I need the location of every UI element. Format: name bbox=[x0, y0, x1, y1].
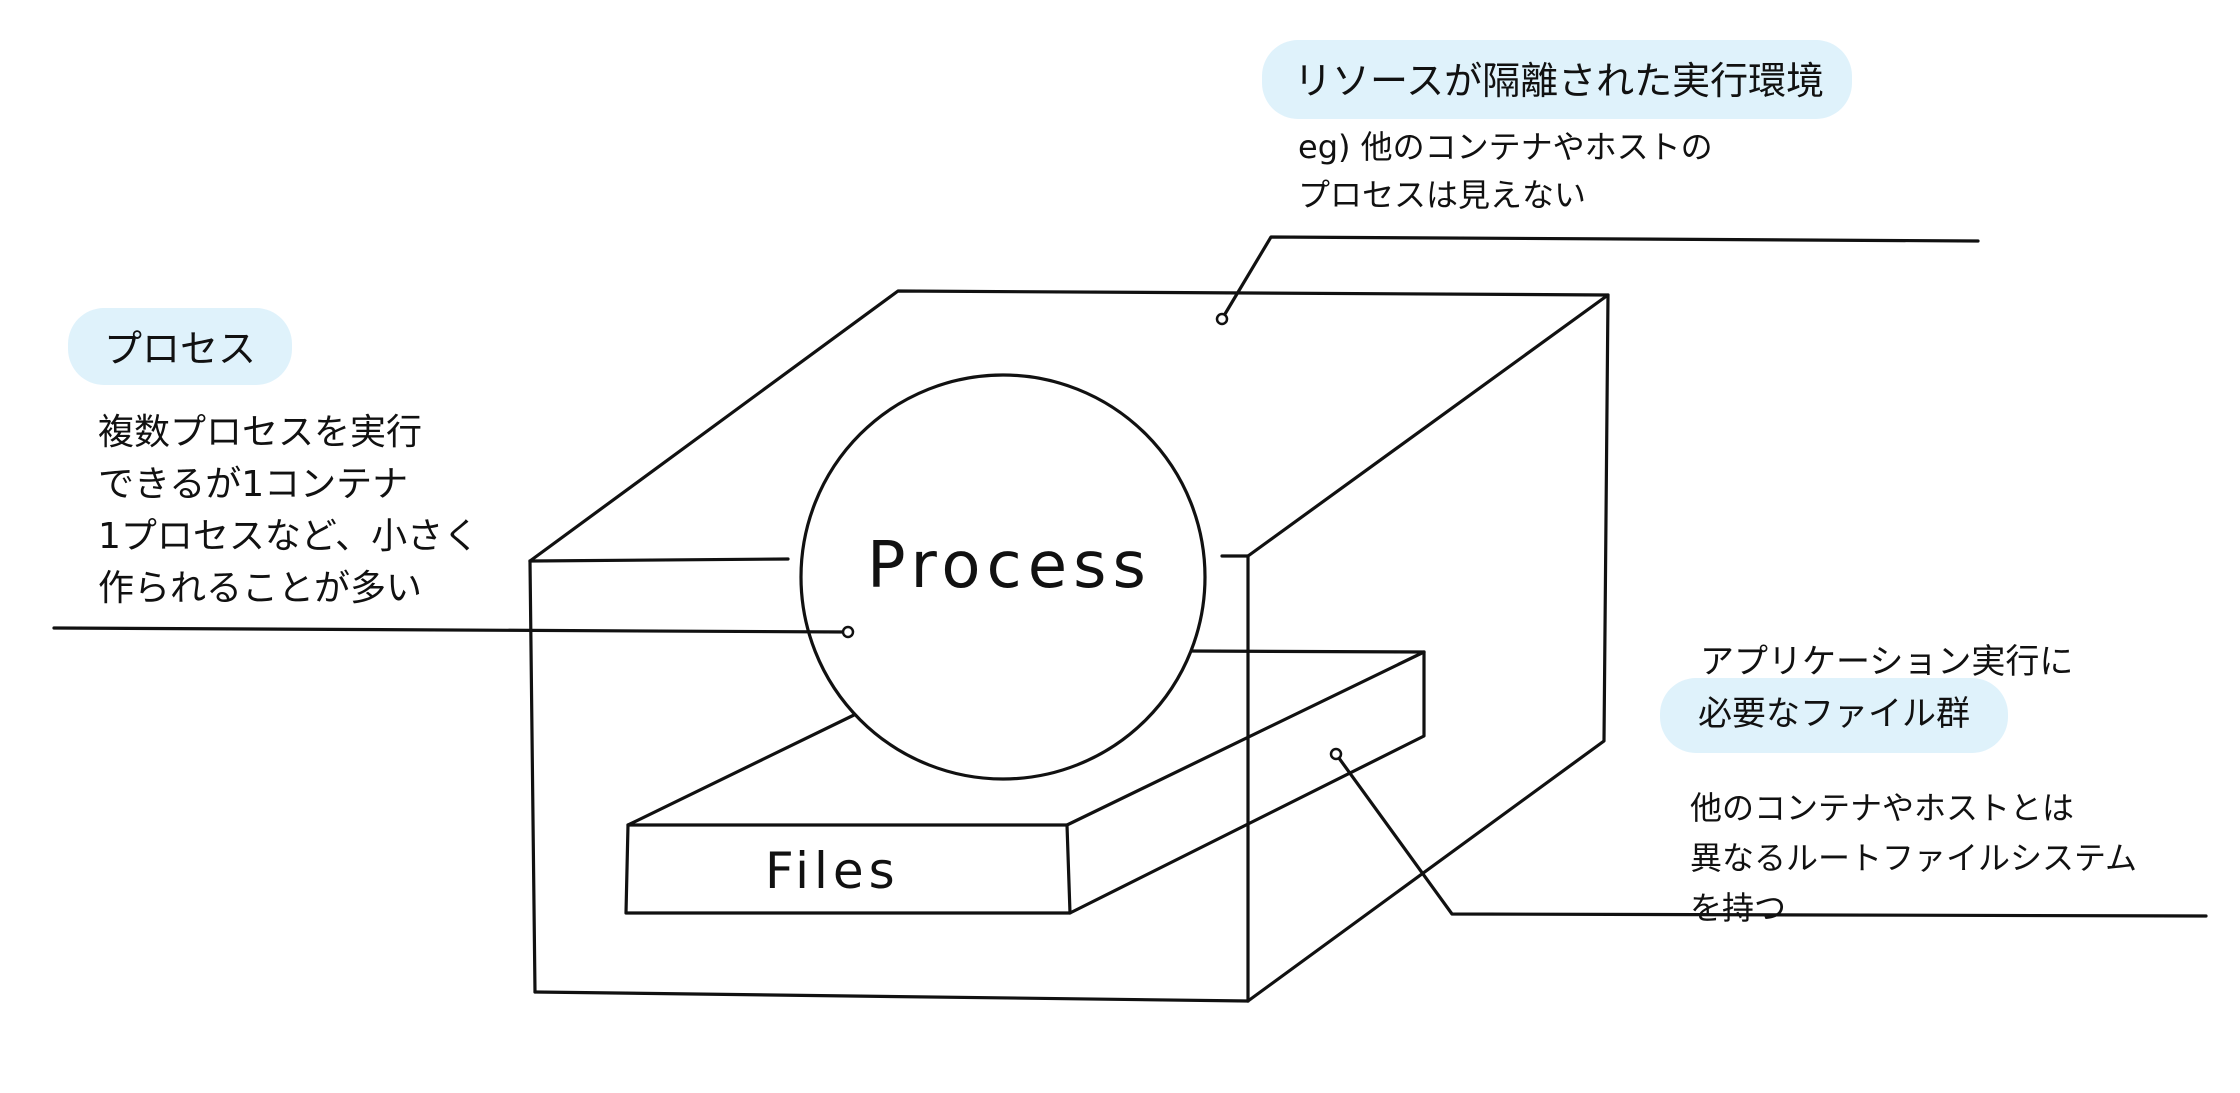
leader-lines bbox=[52, 235, 2208, 918]
files-callout-note: 他のコンテナやホストとは 異なるルートファイルシステム を持つ bbox=[1690, 789, 2138, 927]
box-front-face-left bbox=[528, 559, 537, 994]
files-leader-line bbox=[1334, 752, 2208, 918]
slab-label: Files bbox=[765, 842, 900, 900]
container-box bbox=[528, 289, 1610, 1003]
slab-top-face-back bbox=[1188, 649, 1426, 654]
sphere-outline bbox=[799, 373, 1207, 781]
container-callout: リソースが隔離された実行環境 eg) 他のコンテナやホストの プロセスは見えない bbox=[1262, 40, 1853, 219]
files-leader-dot bbox=[1329, 747, 1343, 761]
process-leader-line bbox=[52, 626, 850, 634]
slab-top-face-right bbox=[1065, 650, 1426, 827]
process-sphere: Process bbox=[799, 373, 1207, 781]
box-side-face bbox=[1246, 293, 1610, 1003]
files-callout-pre-title: アプリケーション実行に bbox=[1700, 642, 2074, 682]
process-callout-title: プロセス bbox=[68, 308, 293, 385]
process-callout-note: 複数プロセスを実行 できるが1コンテナ 1プロセスなど、小さく 作られることが多… bbox=[98, 412, 480, 609]
files-slab: Files bbox=[624, 649, 1426, 915]
process-leader-dot bbox=[841, 625, 855, 639]
container-callout-note: eg) 他のコンテナやホストの プロセスは見えない bbox=[1298, 128, 1713, 214]
container-leader-dot bbox=[1215, 312, 1229, 326]
box-front-face-bottom bbox=[533, 990, 1250, 1003]
slab-side-face bbox=[1068, 650, 1426, 915]
container-leader-line bbox=[1220, 235, 1980, 321]
slab-top-face-left bbox=[626, 713, 856, 827]
box-front-face-top-left bbox=[528, 557, 790, 563]
process-callout: プロセス 複数プロセスを実行 できるが1コンテナ 1プロセスなど、小さく 作られ… bbox=[68, 308, 479, 615]
files-callout-title: 必要なファイル群 bbox=[1660, 678, 2008, 753]
sphere-label: Process bbox=[867, 529, 1152, 603]
box-top-face bbox=[528, 289, 1610, 563]
files-callout: アプリケーション実行に 必要なファイル群 他のコンテナやホストとは 異なるルート… bbox=[1660, 640, 2137, 933]
container-callout-title: リソースが隔離された実行環境 bbox=[1262, 40, 1853, 119]
